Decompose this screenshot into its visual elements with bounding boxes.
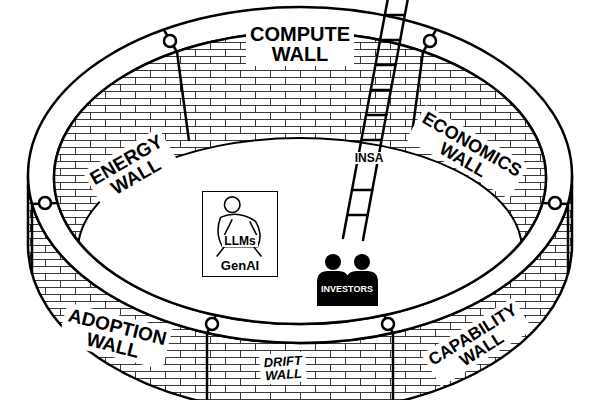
wall-name: DRIFT WALL [263, 354, 303, 383]
wall-panel: COMPUTE WALL [246, 22, 354, 66]
wall-name: COMPUTE WALL [250, 24, 350, 64]
figure-caption: GenAI [221, 259, 259, 273]
figure-box: LLMsGenAI [202, 191, 278, 277]
group-label: INVESTORS [319, 285, 375, 294]
ladder-label: INSA [353, 152, 386, 165]
wall-panel: DRIFT WALL [259, 351, 307, 384]
figure-tag: LLMs [222, 235, 257, 248]
